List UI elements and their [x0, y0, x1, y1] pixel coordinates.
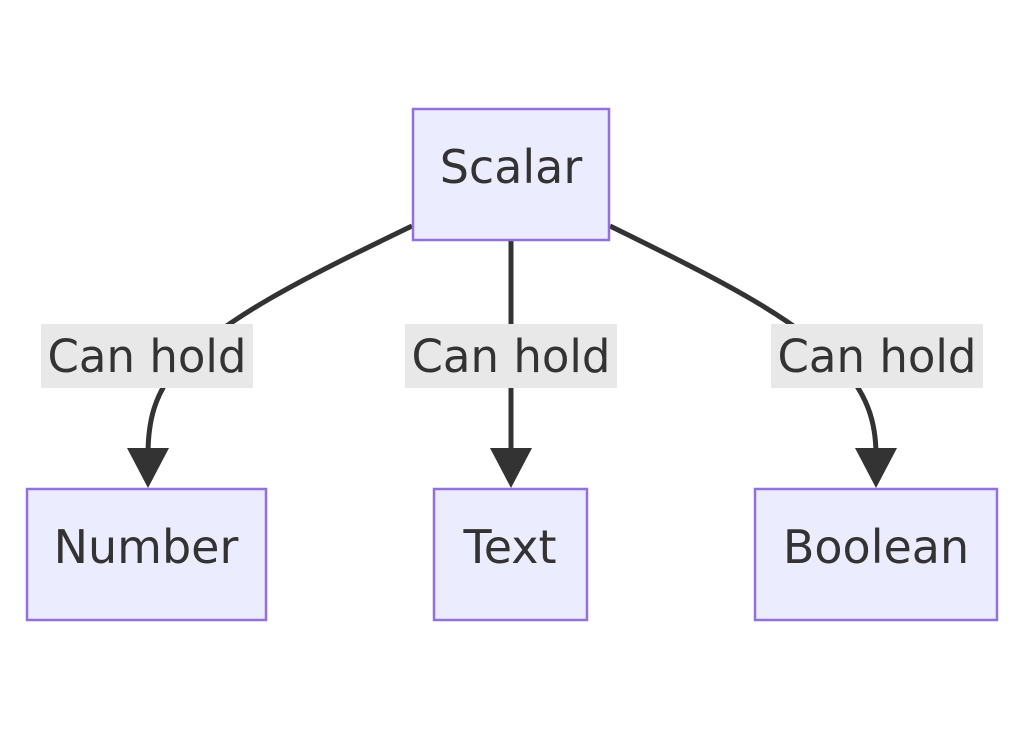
arrowhead-text [490, 448, 532, 488]
edge-label-bg [41, 324, 253, 388]
edge-labels: Can hold Can hold Can hold [41, 324, 983, 388]
edge-label-text: Can hold [48, 330, 247, 383]
edge-label-bg [771, 324, 983, 388]
node-box [432, 487, 589, 622]
arrowhead-boolean [855, 448, 897, 488]
node-number: Number [25, 487, 268, 622]
node-box [25, 487, 268, 622]
edge-label-text-node: Can hold [405, 324, 617, 388]
node-label: Scalar [440, 140, 583, 194]
node-text: Text [432, 487, 589, 622]
node-label: Number [54, 520, 239, 574]
node-box [753, 487, 999, 622]
edge-label-bg [405, 324, 617, 388]
node-scalar: Scalar [411, 107, 611, 242]
node-label: Boolean [783, 520, 969, 574]
edge-label-text: Can hold [412, 330, 611, 383]
node-label: Text [462, 520, 556, 574]
node-boolean: Boolean [753, 487, 999, 622]
node-box [411, 107, 611, 242]
edge-label-number: Can hold [41, 324, 253, 388]
edge-label-text: Can hold [778, 330, 977, 383]
edge-label-boolean: Can hold [771, 324, 983, 388]
arrowhead-number [127, 448, 169, 488]
